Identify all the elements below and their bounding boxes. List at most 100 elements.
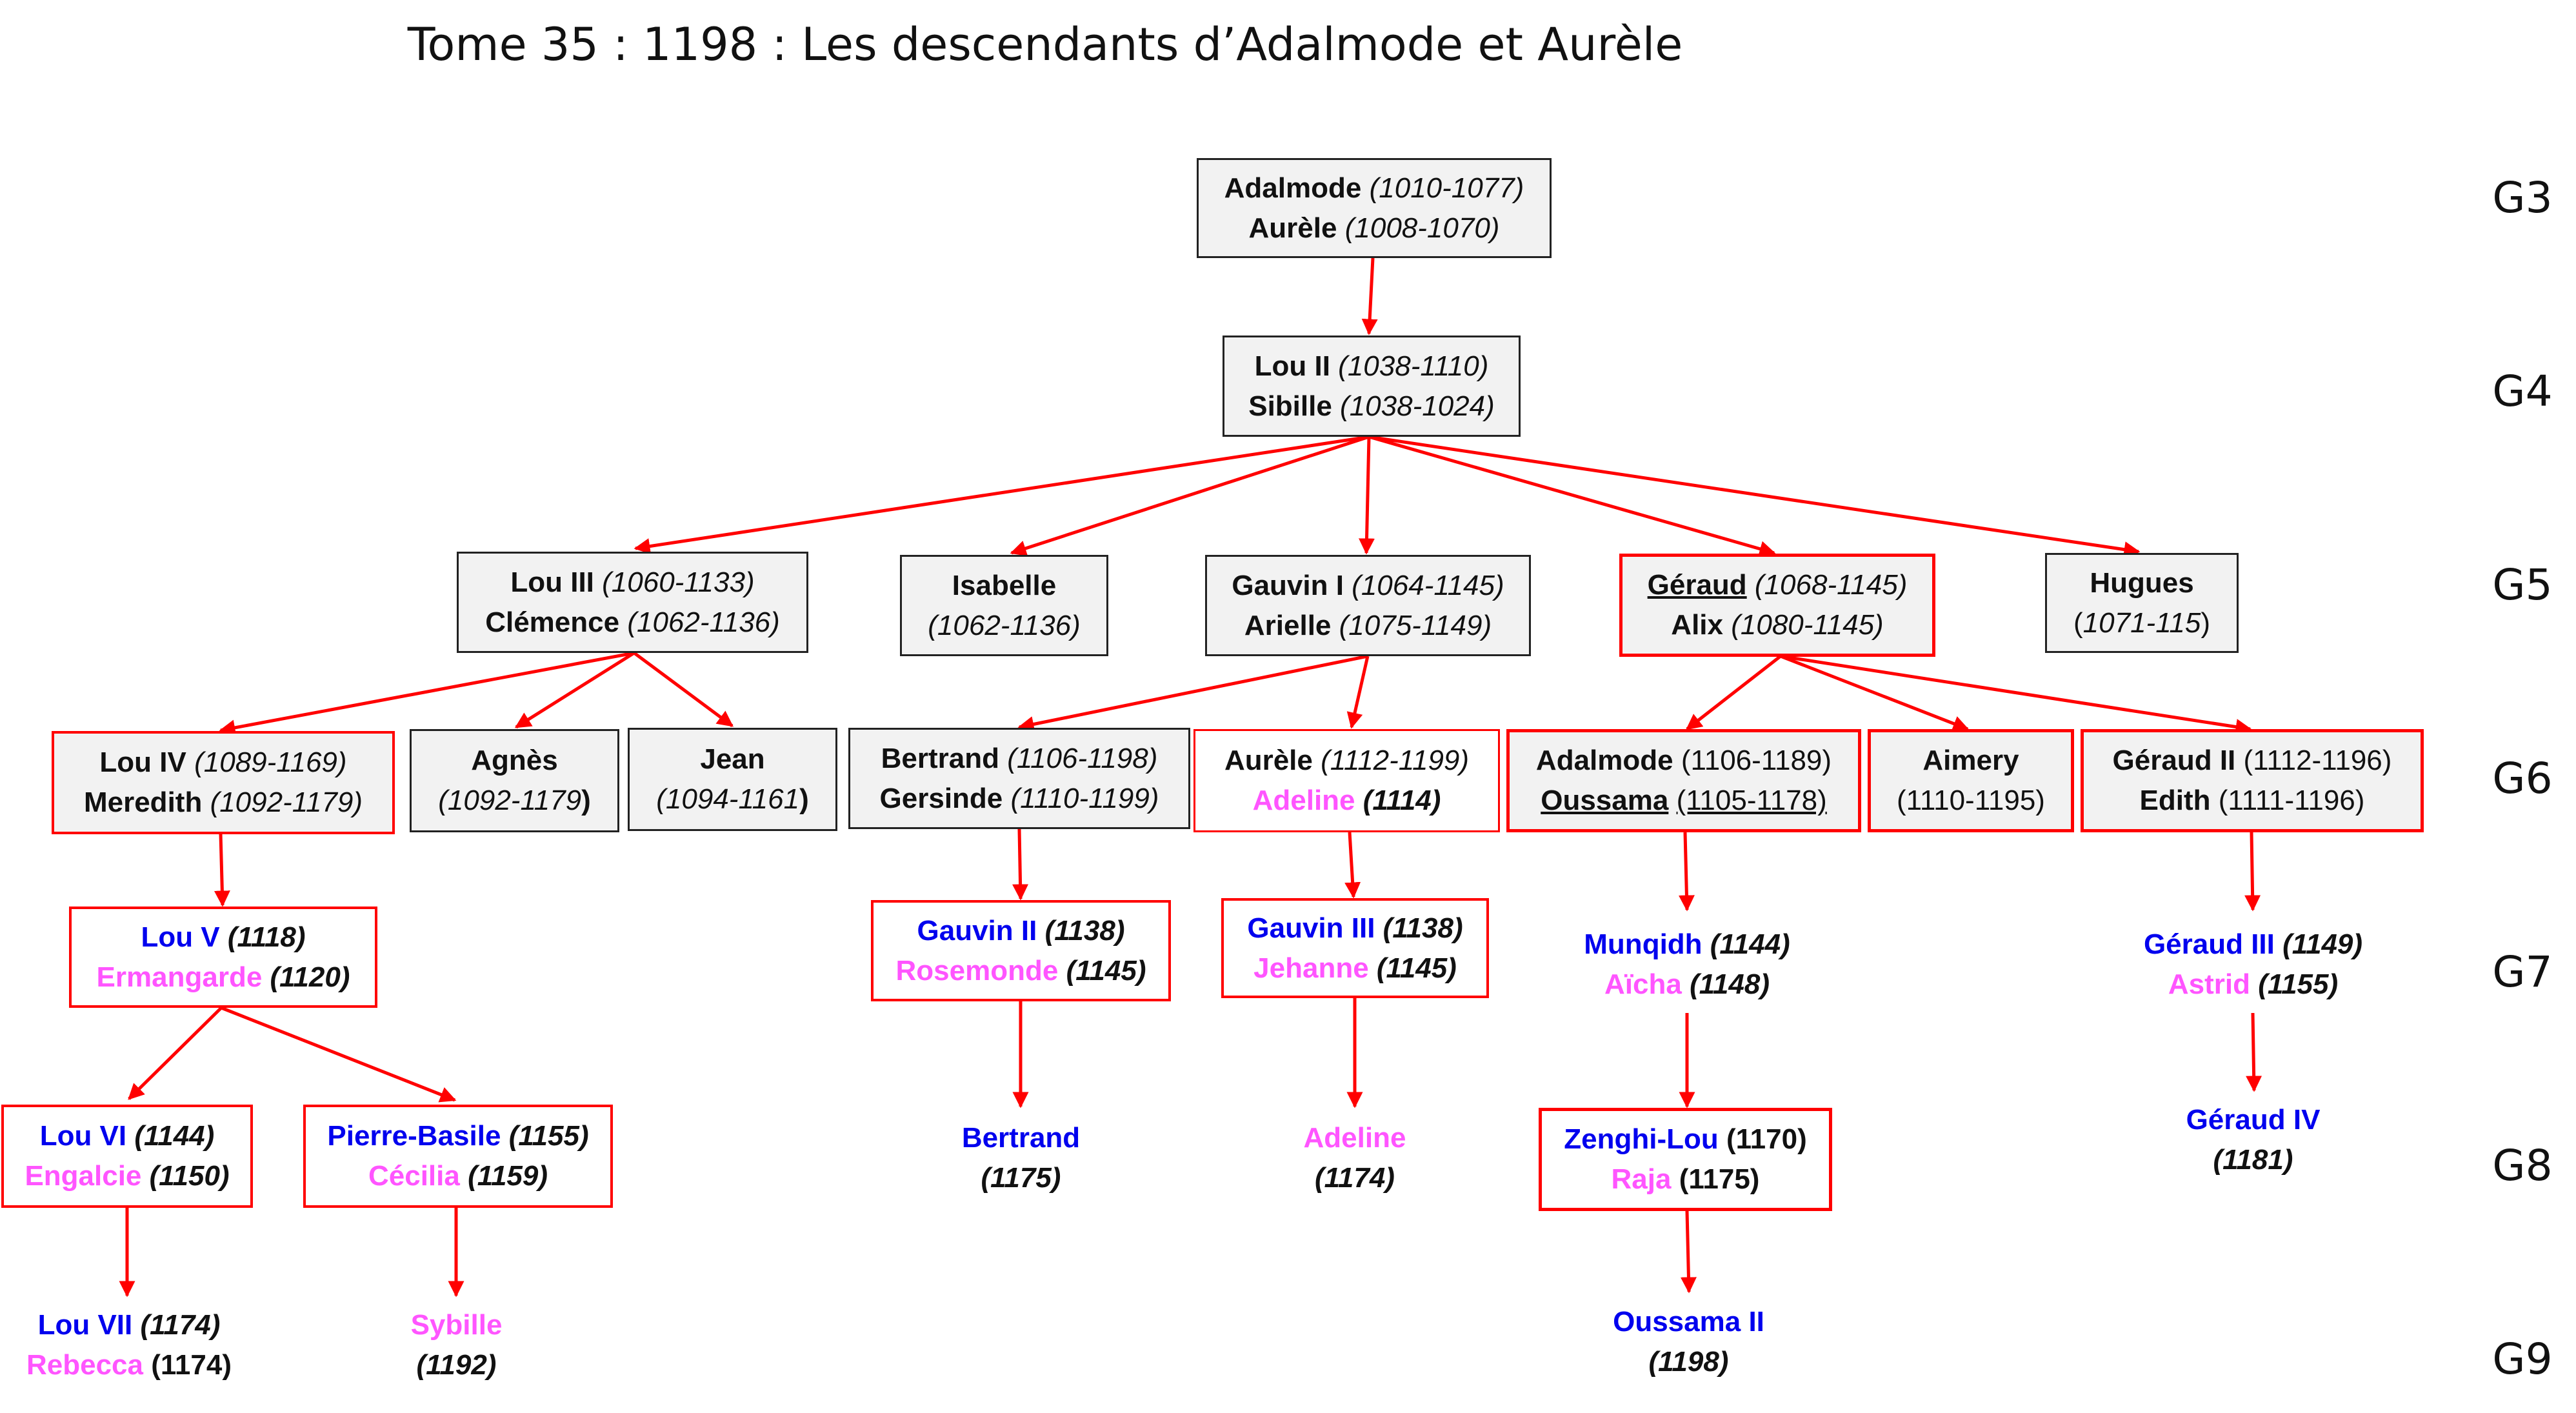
person-dates: (1112-1196) xyxy=(2243,745,2392,776)
couple-node-zenghi-raja: Zenghi-Lou (1170) Raja (1175) xyxy=(1539,1108,1832,1211)
couple-node-gauvin2-rosemonde: Gauvin II (1138) Rosemonde (1145) xyxy=(871,900,1171,1001)
person-dates: (1150) xyxy=(149,1160,230,1192)
arrow-lou2-geraud xyxy=(1368,435,1776,557)
person-name: Adalmode xyxy=(1224,172,1362,204)
person-name: Bertrand xyxy=(961,1122,1081,1154)
person-name: Hugues xyxy=(2090,566,2194,599)
person-name: Meredith xyxy=(83,787,203,818)
person-dates: (1145) xyxy=(1066,954,1146,987)
arrow-lou5-lou6 xyxy=(128,1007,223,1100)
person-name: Géraud III xyxy=(2143,928,2275,960)
person-name: Agnès xyxy=(471,745,558,776)
paren: ) xyxy=(581,785,591,816)
person-name: Rosemonde xyxy=(895,954,1059,987)
person-node-bertrand-g8: Bertrand (1175) xyxy=(916,1110,1126,1207)
person-dates: (1080-1145) xyxy=(1731,609,1884,641)
person-dates: (1089-1169) xyxy=(194,747,347,778)
person-name: Gauvin II xyxy=(917,914,1037,947)
person-dates: (1174) xyxy=(1315,1162,1395,1194)
arrow-bertrand-gauvin2 xyxy=(1012,828,1029,901)
couple-node-lou2-sibille: Lou II (1038-1110) Sibille (1038-1024) xyxy=(1223,336,1521,437)
arrow-geraud3-geraud4 xyxy=(2246,1012,2262,1092)
arrow-geraud-adalmode xyxy=(1686,655,1782,730)
person-dates: (1175) xyxy=(1679,1163,1760,1195)
person-dates: (1111-1196) xyxy=(2218,785,2365,816)
person-dates: (1062-1136) xyxy=(627,606,780,638)
person-dates: (1155) xyxy=(2258,968,2339,1000)
person-name: Munqidh xyxy=(1584,928,1702,960)
person-name: Jean xyxy=(700,743,765,775)
person-dates: (1138) xyxy=(1383,912,1463,944)
person-name: Rebecca xyxy=(26,1349,143,1381)
person-name: Oussama II xyxy=(1613,1306,1764,1338)
person-name: Lou IV xyxy=(99,747,186,778)
person-name: Aïcha xyxy=(1604,968,1682,1000)
person-dates: (1145) xyxy=(1376,952,1457,984)
arrow-aurele-gauvin3 xyxy=(1344,832,1361,899)
couple-node-geraud-alix: Géraud (1068-1145) Alix (1080-1145) xyxy=(1619,554,1935,657)
person-dates: (1144) xyxy=(1710,928,1790,960)
person-name: Géraud xyxy=(1647,569,1747,601)
couple-node-pierrebasile-cecilia: Pierre-Basile (1155) Cécilia (1159) xyxy=(303,1105,613,1208)
person-name: Clémence xyxy=(485,606,620,638)
person-dates: (1174) xyxy=(151,1349,232,1381)
person-name: Adeline xyxy=(1252,785,1355,816)
person-name: Oussama xyxy=(1541,785,1669,816)
arrow-lou2-lou3 xyxy=(634,435,1370,554)
person-dates: (1068-1145) xyxy=(1754,569,1908,601)
person-name: Sibille xyxy=(1248,390,1332,422)
person-name: Isabelle xyxy=(952,569,1057,601)
paren: ) xyxy=(799,783,809,815)
couple-node-adalmode-oussama: Adalmode (1106-1189) Oussama (1105-1178) xyxy=(1506,729,1861,832)
couple-node-geraud3-astrid: Géraud III (1149) Astrid (1155) xyxy=(2097,916,2410,1013)
person-name: Adalmode xyxy=(1535,745,1673,776)
person-node-isabelle: Isabelle (1062-1136) xyxy=(900,555,1108,656)
person-dates: (1106-1198) xyxy=(1007,742,1158,774)
person-name: Adeline xyxy=(1303,1122,1406,1154)
person-name: Jehanne xyxy=(1253,952,1369,984)
arrow-lou5-pierrebasile xyxy=(221,1006,457,1103)
person-dates: (1110-1195) xyxy=(1897,785,2045,816)
person-dates: (1110-1199) xyxy=(1010,782,1159,814)
person-name: Ermangarde xyxy=(96,961,263,993)
couple-node-lou4-meredith: Lou IV (1089-1169) Meredith (1092-1179) xyxy=(52,731,395,834)
generation-label-g4: G4 xyxy=(2492,366,2553,416)
couple-node-aurele-adeline: Aurèle (1112-1199) Adeline (1114) xyxy=(1193,729,1500,832)
person-node-jean: Jean (1094-1161) xyxy=(628,728,837,831)
person-name: Bertrand xyxy=(881,742,999,774)
person-dates: (1170) xyxy=(1726,1123,1807,1155)
person-name: Géraud II xyxy=(2112,745,2244,776)
arrow-lou2-isabelle xyxy=(1010,435,1370,556)
arrow-geraud-aimery xyxy=(1780,654,1970,732)
person-name: Gauvin I xyxy=(1232,569,1344,601)
person-dates: (1155) xyxy=(508,1120,589,1152)
person-dates: (1112-1199) xyxy=(1321,745,1470,776)
person-dates: (1118) xyxy=(227,921,306,953)
arrow-zenghi-oussama2 xyxy=(1680,1210,1697,1294)
arrow-lou2-gauvin1 xyxy=(1359,436,1375,555)
page-title: Tome 35 : 1198 : Les descendants d’Adalm… xyxy=(407,18,1683,71)
couple-node-geraud2-edith: Géraud II (1112-1196) Edith (1111-1196) xyxy=(2081,729,2424,832)
person-node-sybille: Sybille (1192) xyxy=(352,1297,561,1394)
couple-node-gauvin1-arielle: Gauvin I (1064-1145) Arielle (1075-1149) xyxy=(1205,555,1531,656)
person-name: Edith xyxy=(2139,785,2211,816)
person-dates: (1138) xyxy=(1044,914,1125,947)
person-node-adeline-g8: Adeline (1174) xyxy=(1252,1110,1458,1207)
couple-node-lou3-clemence: Lou III (1060-1133) Clémence (1062-1136) xyxy=(457,552,808,653)
person-dates: (1064-1145) xyxy=(1352,569,1504,601)
paren: ( xyxy=(2073,606,2083,639)
person-dates: (1159) xyxy=(468,1160,548,1192)
person-name: Lou III xyxy=(510,566,594,598)
person-node-oussama2: Oussama II (1198) xyxy=(1574,1294,1803,1390)
person-dates: (1105-1178) xyxy=(1676,785,1827,816)
person-dates: (1192) xyxy=(416,1349,497,1381)
arrow-geraud-geraud2 xyxy=(1780,654,2252,735)
person-name: Géraud IV xyxy=(2186,1104,2321,1136)
person-dates: (1106-1189) xyxy=(1681,745,1832,776)
arrow-lou4-lou5 xyxy=(214,833,230,907)
generation-label-g7: G7 xyxy=(2492,947,2553,997)
person-name: Cécilia xyxy=(368,1160,460,1192)
couple-node-bertrand-gersinde: Bertrand (1106-1198) Gersinde (1110-1199… xyxy=(848,728,1190,829)
person-dates: (1092-1179) xyxy=(210,787,363,818)
